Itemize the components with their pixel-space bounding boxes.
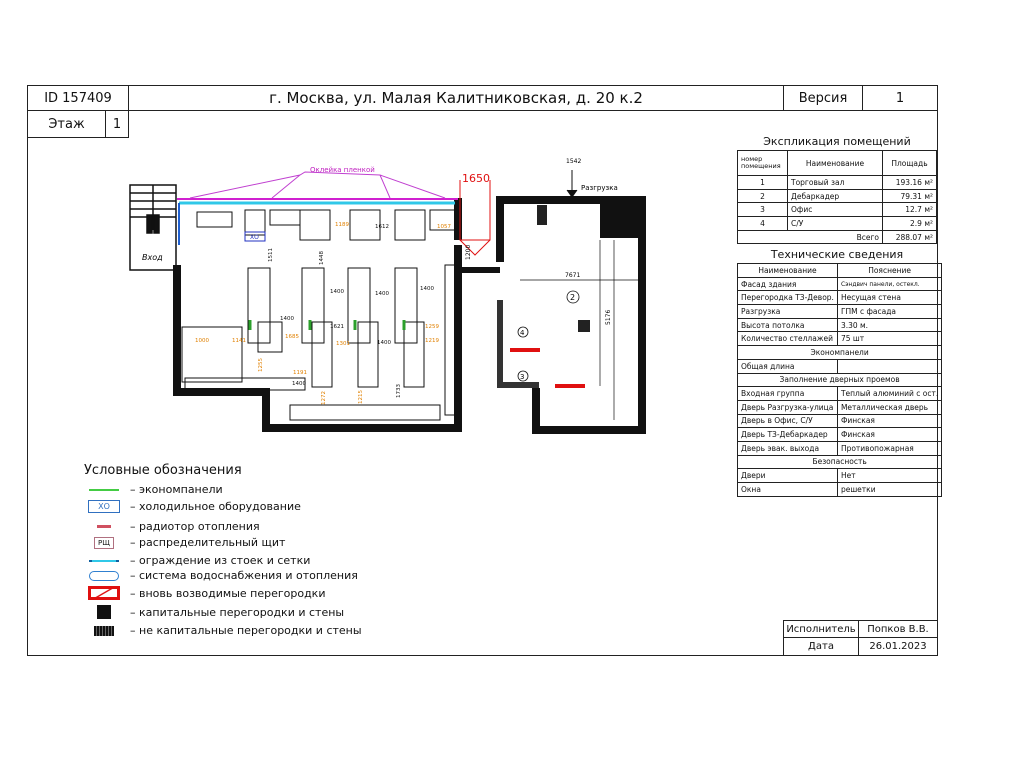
dimension-labels: 1511 1448 1612 1189 1057 1400 1400 1400 1400 1621…: [195, 222, 451, 405]
col-header: Наименование: [787, 150, 883, 176]
column: [600, 203, 638, 238]
col-header: номер помещения: [737, 150, 788, 176]
dimension-label: 1685: [285, 334, 299, 340]
dim-1650: 1650: [462, 172, 490, 185]
executor-value: Попков В.В.: [858, 620, 938, 638]
col-header: Площадь: [882, 150, 937, 176]
dimension-label: 1400: [292, 381, 306, 387]
legend-title: Условные обозначения: [84, 463, 242, 478]
dimension-label: 1191: [293, 370, 307, 376]
capital-wall-icon: [97, 605, 111, 619]
dimension-label: 1215: [358, 390, 364, 404]
radiator-icon: [97, 525, 111, 528]
legend-item: – экономпанели: [84, 483, 223, 496]
dimension-label: 1400: [420, 286, 434, 292]
entrance-label: Вход: [142, 253, 163, 262]
dimension-label: 1259: [425, 324, 439, 330]
legend-item: ХО– холодильное оборудование: [84, 500, 301, 513]
noncapital-wall-icon: [94, 625, 114, 636]
new-partitions: [459, 180, 585, 388]
fence-icon: [89, 559, 119, 562]
dimension-label: 1400: [330, 289, 344, 295]
legend-item: РЩ– распределительный щит: [84, 536, 285, 549]
floor-value: 1: [105, 110, 129, 138]
econom-panels: [248, 320, 406, 330]
capital-walls: [173, 196, 646, 434]
executor-label: Исполнитель: [783, 620, 859, 638]
new-partition-icon: [88, 586, 120, 600]
dim-5176: 5176: [605, 310, 612, 325]
legend-item: – вновь возводимые перегородки: [84, 586, 325, 600]
dim-1200: 1200: [465, 245, 472, 260]
dimension-label: 1219: [425, 338, 439, 344]
dimension-label: 1057: [437, 224, 451, 230]
dimension-label: 1448: [319, 251, 325, 265]
fridge-icon: ХО: [88, 500, 120, 513]
dimension-label: 1272: [321, 391, 327, 405]
tech-title: Технические сведения: [770, 248, 904, 261]
version-value: 1: [862, 85, 938, 111]
unload-label: Разгрузка: [581, 184, 618, 192]
water-system-icon: [89, 570, 119, 581]
explication-title: Экспликация помещений: [763, 135, 911, 148]
date-value: 26.01.2023: [858, 637, 938, 656]
room-markers: [517, 290, 580, 382]
svg-text:4: 4: [520, 329, 525, 337]
dim-1542: 1542: [566, 158, 581, 165]
dimension-label: 1189: [335, 222, 349, 228]
legend-item: – не капитальные перегородки и стены: [84, 624, 362, 637]
dimension-label: 1000: [195, 338, 209, 344]
dimension-label: 1400: [377, 340, 391, 346]
legend-item: – капитальные перегородки и стены: [84, 605, 344, 619]
svg-text:ХО: ХО: [250, 234, 259, 241]
dimension-label: 1400: [280, 316, 294, 322]
dimension-label: 1141: [232, 338, 246, 344]
facade-glazing: [177, 171, 458, 245]
switchboard-icon: РЩ: [94, 536, 114, 549]
xo-unit: [244, 231, 266, 242]
stairs: [129, 184, 177, 271]
dimension-label: 1733: [396, 384, 402, 398]
svg-text:2: 2: [570, 293, 575, 302]
shelving: [181, 209, 458, 421]
table-row: Общая длина: [737, 358, 943, 374]
film-label: Оклейка пленкой: [310, 166, 375, 174]
dim-7671: 7671: [565, 272, 580, 279]
dimension-label: 1301: [336, 341, 350, 347]
dimension-label: 1255: [258, 358, 264, 372]
svg-text:3: 3: [520, 373, 524, 381]
legend-item: – система водоснабжения и отопления: [84, 569, 358, 582]
legend-item: – ограждение из стоек и сетки: [84, 554, 310, 567]
legend-item: – радиотор отопления: [84, 520, 260, 533]
unload-arrow-icon: [566, 170, 578, 198]
dimension-label: 1612: [375, 224, 389, 230]
dimension-label: 1400: [375, 291, 389, 297]
dimension-label: 1511: [268, 248, 274, 262]
dimension-label: 1621: [330, 324, 344, 330]
table-row: Перегородка ТЗ-Девор.Несущая стена: [737, 290, 943, 306]
date-label: Дата: [783, 637, 859, 656]
econ-panel-icon: [89, 488, 119, 491]
